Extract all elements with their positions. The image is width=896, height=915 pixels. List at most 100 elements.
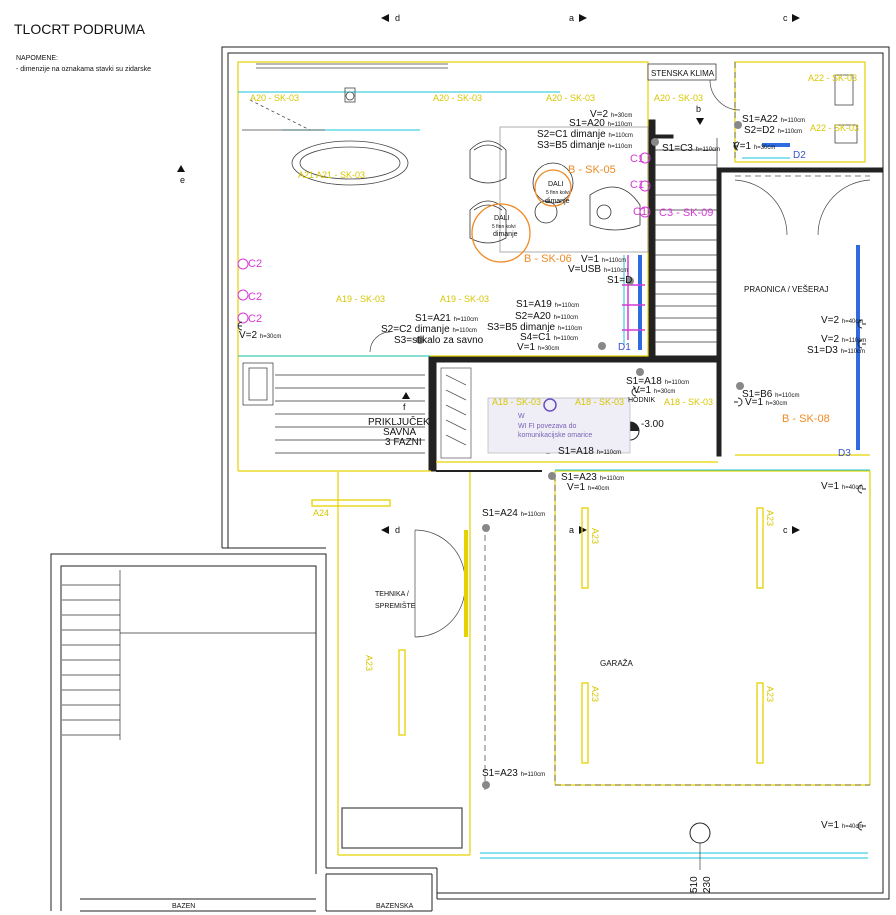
svg-text:S1=A22 h=110cm: S1=A22 h=110cm	[742, 114, 805, 125]
socket-labels: V=2 h=30cm S1=A20 h=110cm S2=C1 dimanje …	[239, 109, 866, 831]
dali-2-sub2: dimanje	[545, 198, 570, 205]
label-d1: D1	[618, 342, 631, 353]
label-c1-1: C1	[630, 153, 644, 165]
svg-text:V=1 h=40cm: V=1 h=40cm	[567, 482, 609, 493]
wardrobe	[440, 367, 472, 459]
svg-text:S3=stikalo za savno: S3=stikalo za savno	[394, 335, 484, 346]
svg-text:V=USB h=110cm: V=USB h=110cm	[568, 264, 628, 275]
stairs-left	[62, 570, 316, 740]
label-a22-2: A22 - SK-03	[810, 123, 859, 133]
room-tehnika-1: TEHNIKA /	[375, 591, 409, 598]
svg-text:S3=B5 dimanje h=110cm: S3=B5 dimanje h=110cm	[537, 140, 632, 151]
svg-text:S1=A19 h=110cm: S1=A19 h=110cm	[516, 299, 579, 310]
dali-1-sub: 5 finn kolvi	[492, 224, 516, 230]
section-f: f	[403, 402, 406, 412]
label-a20-1: A20 - SK-03	[250, 93, 299, 103]
label-c3-sk09: C3 - SK-09	[659, 207, 713, 219]
label-b-sk08: B - SK-08	[782, 413, 830, 425]
label-a18-3: A18 - SK-03	[664, 397, 713, 407]
svg-text:S3=B5 dimanje h=110cm: S3=B5 dimanje h=110cm	[487, 322, 582, 333]
switch-symbols	[237, 141, 866, 831]
section-c-mid: c	[783, 525, 788, 535]
label-b-sk06: B - SK-06	[524, 253, 572, 265]
label-a18-2: A18 - SK-03	[575, 397, 624, 407]
label-a19-2: A19 - SK-03	[440, 294, 489, 304]
label-a21: A21 A21 - SK-03	[298, 170, 365, 180]
svg-text:V=1 h=40cm: V=1 h=40cm	[821, 481, 863, 492]
svg-text:S2=A20 h=110cm: S2=A20 h=110cm	[515, 311, 578, 322]
label-a23-3: A23	[590, 686, 600, 702]
room-labels: STENSKA KLIMA PRAONICA / VEŠERAJ HODNIK …	[172, 63, 828, 910]
wifi-line2: komunikacijske omarice	[518, 432, 592, 439]
room-praonica: PRAONICA / VEŠERAJ	[744, 285, 828, 294]
svg-text:V=2 h=40cm: V=2 h=40cm	[821, 315, 863, 326]
svg-text:S1=A23 h=110cm: S1=A23 h=110cm	[561, 472, 624, 483]
room-tehnika-2: SPREMIŠTE	[375, 601, 416, 610]
section-markers: d a c e b d a c f	[177, 13, 800, 535]
magenta-pipes	[622, 255, 645, 340]
label-a23-5: A23	[364, 655, 374, 671]
svg-text:S2=C1 dimanje h=110cm: S2=C1 dimanje h=110cm	[537, 129, 633, 140]
level-value: -3.00	[641, 419, 664, 430]
plan-title: TLOCRT PODRUMA	[14, 21, 146, 37]
stairs-main	[654, 138, 718, 345]
room-bazen: BAZEN	[172, 903, 195, 910]
room-hodnik: HODNIK	[628, 397, 656, 404]
svg-text:S1=A23 h=110cm: S1=A23 h=110cm	[482, 768, 545, 779]
section-b: b	[696, 104, 701, 114]
label-a20-2: A20 - SK-03	[433, 93, 482, 103]
label-c2-1: C2	[248, 258, 262, 270]
svg-text:S1=D: S1=D	[607, 275, 632, 286]
svg-text:V=1 h=30cm: V=1 h=30cm	[633, 385, 675, 396]
svg-text:V=2 h=30cm: V=2 h=30cm	[239, 330, 281, 341]
svg-text:S1=A18 h=110cm: S1=A18 h=110cm	[626, 376, 689, 387]
svg-text:S1=A21 h=110cm: S1=A21 h=110cm	[415, 313, 478, 324]
dali-fixtures	[471, 169, 572, 263]
dali-1-label: DALI	[494, 215, 510, 222]
room-stenska-klima: STENSKA KLIMA	[651, 69, 715, 78]
dali-1-sub2: dimanje	[493, 231, 518, 238]
bath-fixtures	[242, 63, 858, 186]
section-c-top: c	[783, 13, 788, 23]
svg-text:S1=C3 h=110cm: S1=C3 h=110cm	[662, 143, 720, 154]
svg-text:V=2 h=110cm: V=2 h=110cm	[821, 334, 866, 345]
garage-lights	[311, 499, 764, 849]
svg-text:V=2 h=30cm: V=2 h=30cm	[590, 109, 632, 120]
section-d-top: d	[395, 13, 400, 23]
svg-text:V=1 h=30cm: V=1 h=30cm	[733, 141, 775, 152]
dali-2-label: DALI	[548, 181, 564, 188]
label-a23-1: A23	[590, 528, 600, 544]
label-b-sk05: B - SK-05	[568, 164, 616, 176]
svg-text:3 FAZNI: 3 FAZNI	[385, 437, 422, 448]
notes-heading: NAPOMENE:	[16, 55, 58, 62]
svg-text:S1=A24 h=110cm: S1=A24 h=110cm	[482, 508, 545, 519]
doors	[369, 79, 871, 638]
column-marker	[689, 822, 711, 844]
svg-text:S1=A18 h=110cm: S1=A18 h=110cm	[558, 446, 621, 457]
label-c2-2: C2	[248, 291, 262, 303]
section-d-mid: d	[395, 525, 400, 535]
svg-text:S1=A20 h=110cm: S1=A20 h=110cm	[569, 118, 632, 129]
svg-text:PRIKLJUČEK: PRIKLJUČEK	[368, 415, 430, 428]
room-bazenska: BAZENSKA	[376, 903, 414, 910]
svg-text:S2=D2 h=110cm: S2=D2 h=110cm	[744, 125, 802, 136]
label-a19-1: A19 - SK-03	[336, 294, 385, 304]
orange-labels: B - SK-05 B - SK-06 B - SK-08	[524, 164, 830, 425]
sauna-benches	[242, 362, 425, 454]
svg-text:V=1 h=30cm: V=1 h=30cm	[745, 397, 787, 408]
label-d2: D2	[793, 150, 806, 161]
c-fixtures	[237, 152, 651, 324]
section-e: e	[180, 175, 185, 185]
label-a20-4: A20 - SK-03	[654, 93, 703, 103]
label-a18-1: A18 - SK-03	[492, 397, 541, 407]
label-c1-2: C1	[630, 179, 644, 191]
dim-230: 230	[702, 876, 713, 893]
svg-text:S1=D3 h=110cm: S1=D3 h=110cm	[807, 345, 865, 356]
svg-text:S2=C2 dimanje h=110cm: S2=C2 dimanje h=110cm	[381, 324, 477, 335]
light-labels: A20 - SK-03 A20 - SK-03 A20 - SK-03 A20 …	[250, 73, 859, 702]
cyan-lines	[238, 91, 870, 859]
section-a-mid: a	[569, 525, 574, 535]
svg-text:V=1 h=30cm: V=1 h=30cm	[517, 342, 559, 353]
room-garaza: GARAŽA	[600, 659, 634, 668]
